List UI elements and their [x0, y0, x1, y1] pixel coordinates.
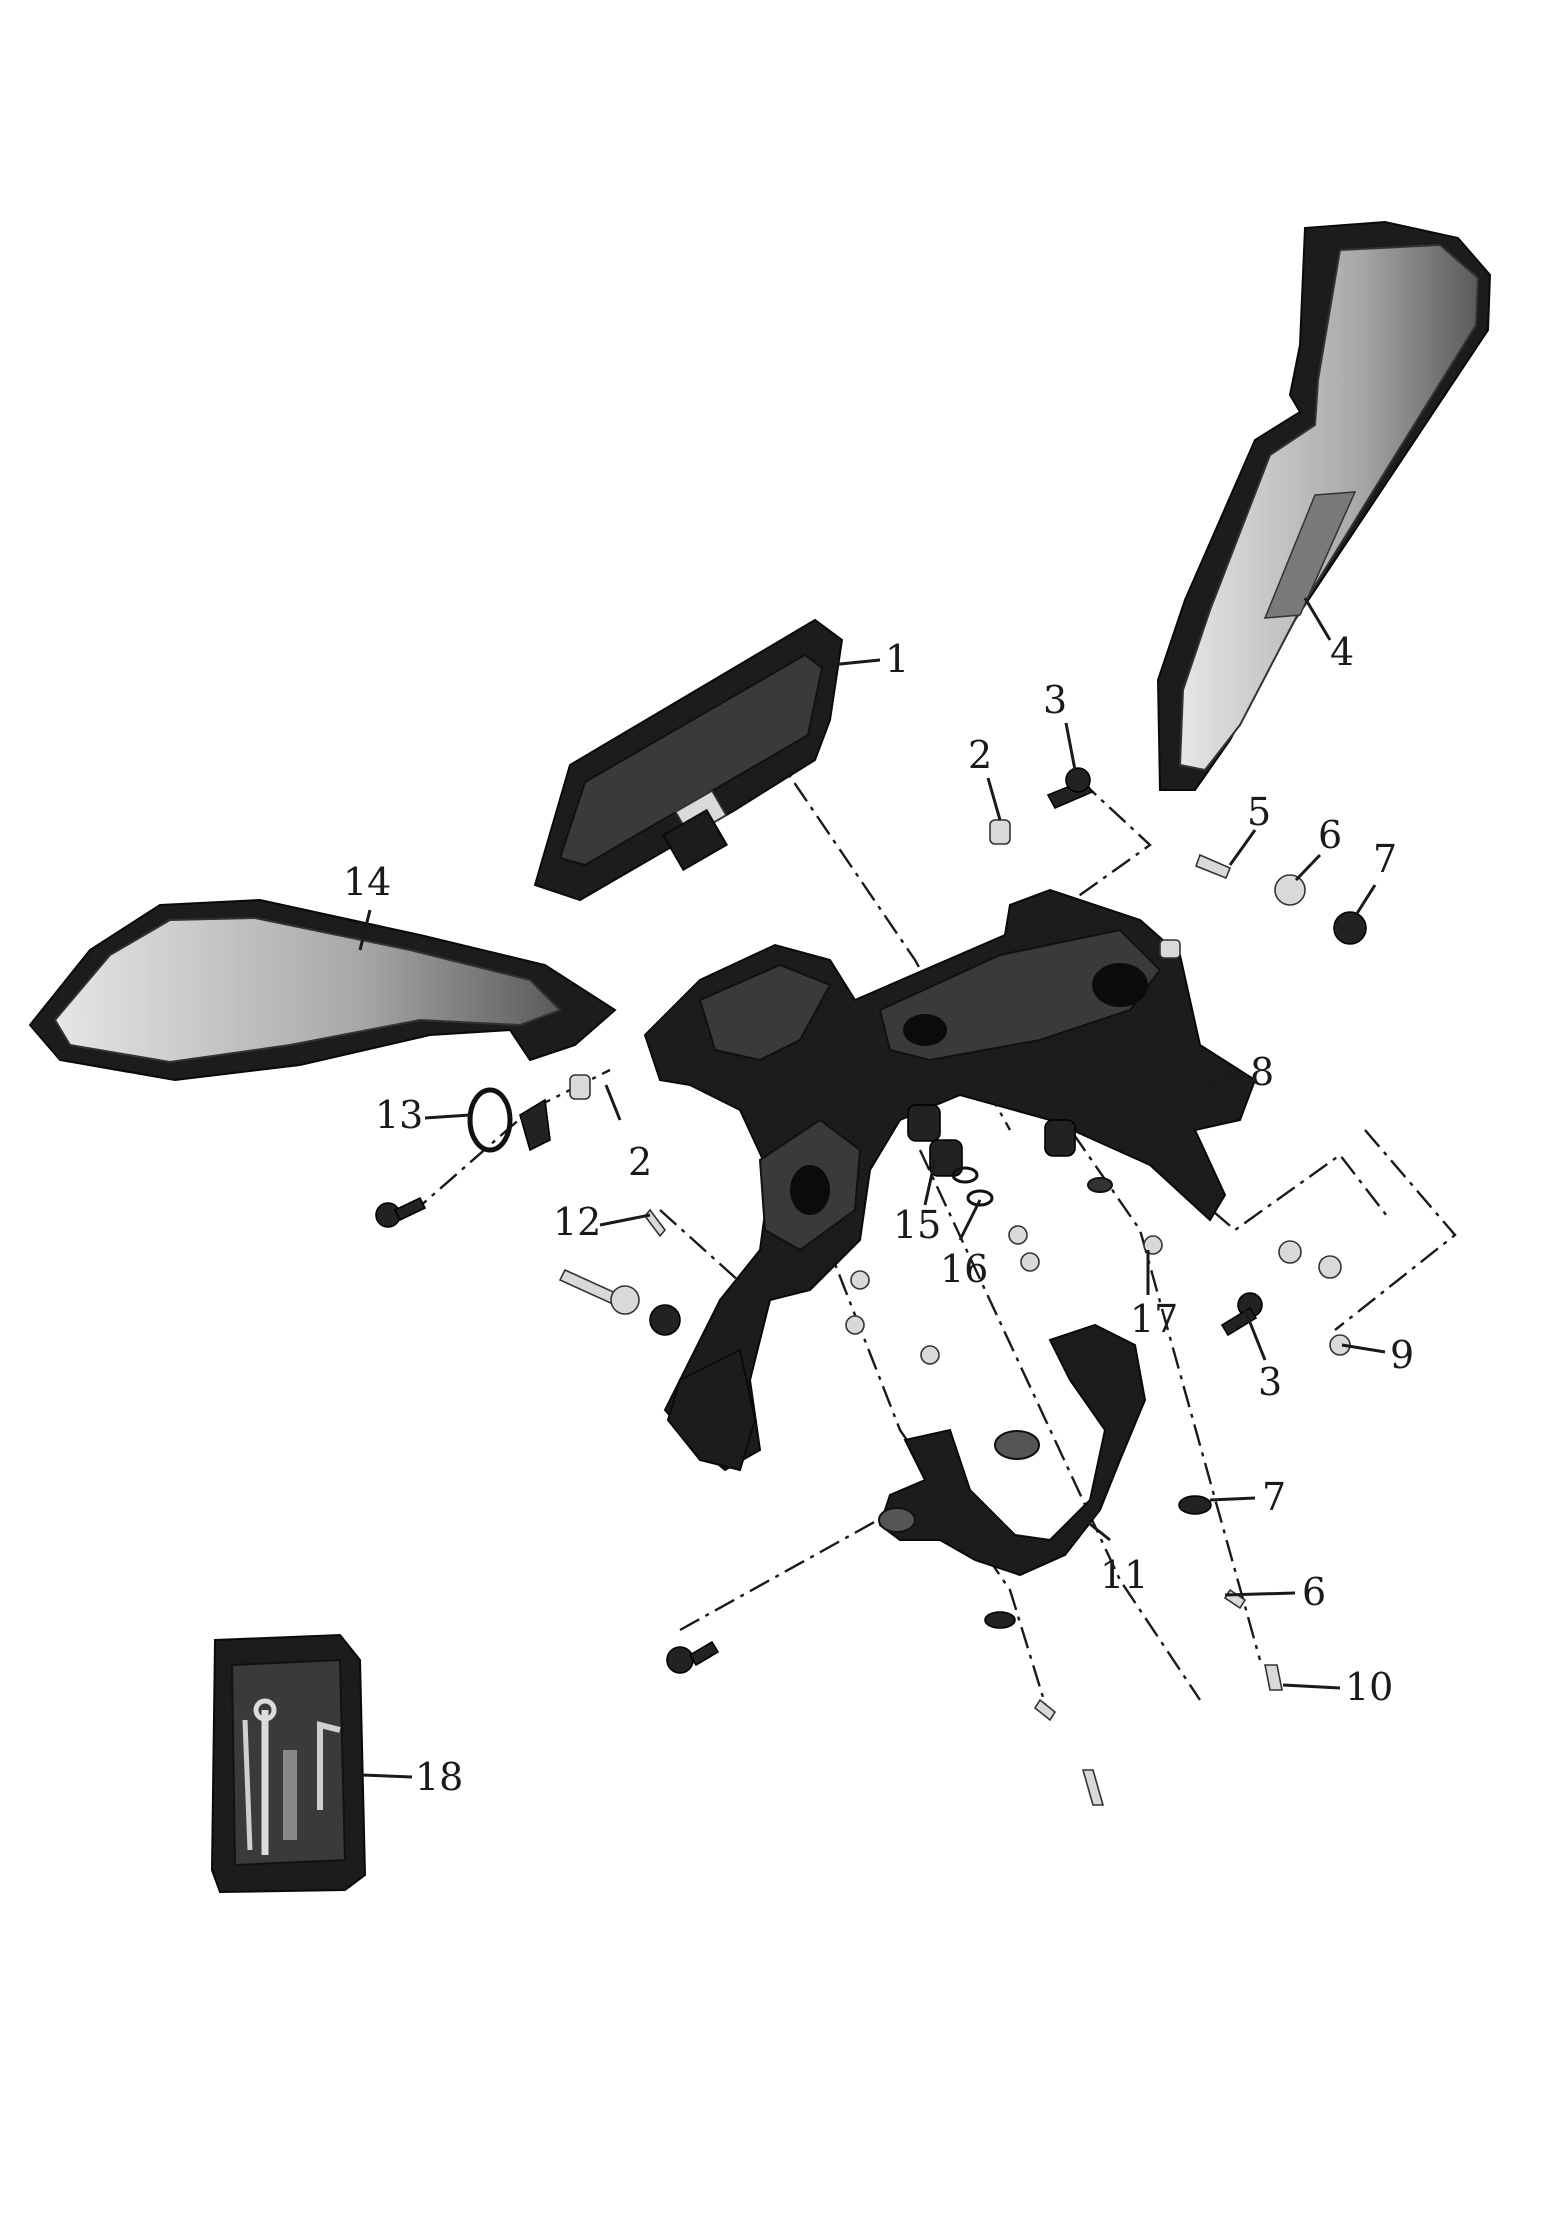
callout-15: 15 [893, 1203, 941, 1247]
callout-1: 1 [885, 637, 909, 681]
callout-17: 17 [1130, 1297, 1178, 1341]
lower-bracket [878, 1323, 1147, 1577]
callout-11: 11 [1100, 1553, 1148, 1597]
callout-3-upper: 3 [1043, 678, 1067, 722]
instrument-cluster [533, 618, 844, 902]
callout-12: 12 [553, 1200, 601, 1244]
callout-2-lower: 2 [628, 1140, 652, 1184]
left-mirror [28, 898, 617, 1082]
right-mirror [1156, 220, 1492, 791]
callout-10: 10 [1345, 1665, 1393, 1709]
callout-2-upper: 2 [968, 733, 992, 777]
main-bracket [643, 888, 1257, 1472]
callout-16: 16 [940, 1247, 988, 1291]
callout-4: 4 [1330, 630, 1354, 674]
callout-3-lower: 3 [1258, 1360, 1282, 1404]
tool-kit [210, 1633, 367, 1894]
hardware-items [375, 767, 1367, 1806]
callout-6-upper: 6 [1318, 813, 1342, 857]
callout-7-lower: 7 [1262, 1475, 1286, 1519]
callout-7-upper: 7 [1373, 837, 1397, 881]
callout-labels: 1 2 2 3 3 4 5 6 6 7 7 8 9 10 11 12 13 [343, 597, 1414, 1799]
callout-18: 18 [415, 1755, 463, 1799]
callout-9: 9 [1390, 1333, 1414, 1377]
callout-14: 14 [343, 860, 391, 904]
callout-6-lower: 6 [1302, 1570, 1326, 1614]
callout-8: 8 [1250, 1050, 1274, 1094]
callout-5: 5 [1247, 790, 1271, 834]
callout-13: 13 [375, 1093, 423, 1137]
